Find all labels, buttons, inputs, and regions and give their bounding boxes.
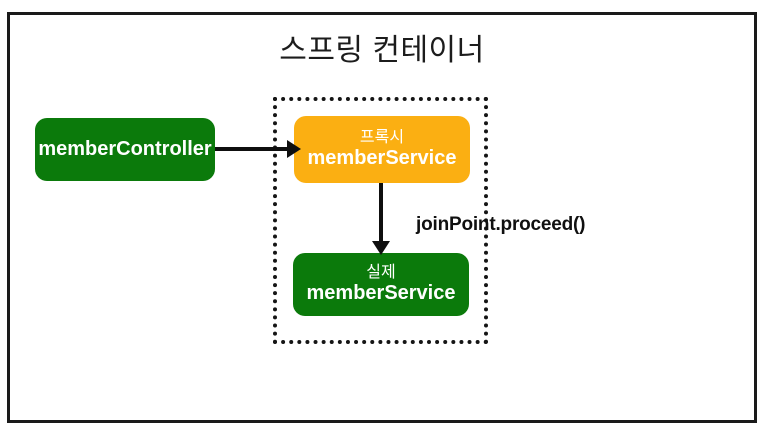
label-joinpoint-proceed: joinPoint.proceed() (416, 214, 586, 235)
arrowhead-down-icon (372, 241, 390, 255)
page-title: 스프링 컨테이너 (279, 34, 485, 67)
node-real-member-service-sublabel: 실제 (366, 264, 396, 282)
spring-container-boundary (273, 97, 488, 344)
node-proxy-member-service[interactable]: 프록시 memberService (294, 116, 470, 183)
slide-frame: 스프링 컨테이너 memberController 프록시 memberServ… (7, 12, 757, 423)
arrowhead-right-icon (287, 140, 301, 158)
arrow-controller-to-proxy (215, 140, 301, 158)
node-member-controller-label: memberController (38, 138, 212, 161)
arrow-proxy-to-real (372, 183, 390, 255)
node-real-member-service[interactable]: 실제 memberService (293, 253, 469, 316)
node-real-member-service-label: memberService (306, 282, 456, 305)
node-member-controller[interactable]: memberController (35, 118, 215, 181)
node-proxy-member-service-sublabel: 프록시 (359, 129, 405, 147)
node-proxy-member-service-label: memberService (307, 147, 457, 170)
